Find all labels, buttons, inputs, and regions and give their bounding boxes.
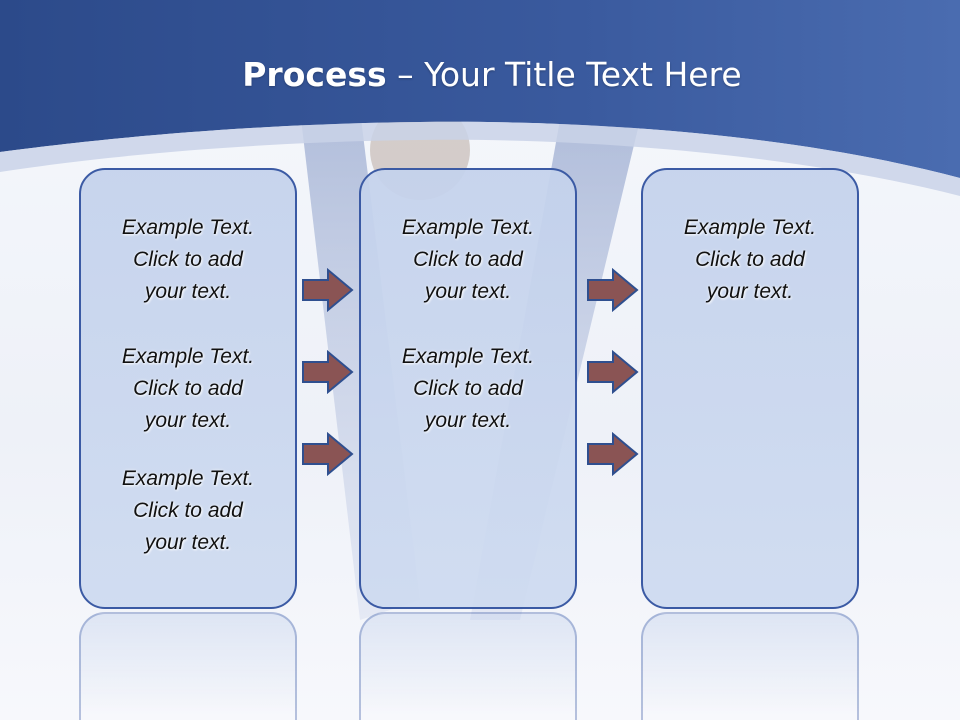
text-placeholder[interactable]: Example Text. Click to add your text. bbox=[81, 463, 295, 559]
title-rest: – Your Title Text Here bbox=[386, 55, 742, 94]
text-placeholder[interactable]: Example Text. Click to add your text. bbox=[643, 212, 857, 308]
text-line: Example Text. bbox=[683, 216, 817, 239]
process-box-2-reflection bbox=[359, 612, 577, 720]
text-line: Click to add bbox=[133, 248, 243, 271]
text-line: Example Text. bbox=[401, 345, 535, 368]
text-line: Click to add bbox=[413, 377, 523, 400]
text-placeholder[interactable]: Example Text. Click to add your text. bbox=[81, 341, 295, 437]
text-line: Example Text. bbox=[121, 216, 255, 239]
text-line: Example Text. bbox=[121, 467, 255, 490]
text-line: Click to add bbox=[413, 248, 523, 271]
text-line: Example Text. bbox=[121, 345, 255, 368]
text-line: your text. bbox=[424, 409, 512, 432]
right-arrow-icon[interactable] bbox=[587, 268, 639, 312]
text-placeholder[interactable]: Example Text. Click to add your text. bbox=[361, 341, 575, 437]
process-box-3-reflection bbox=[641, 612, 859, 720]
right-arrow-icon[interactable] bbox=[302, 268, 354, 312]
process-box-1-reflection bbox=[79, 612, 297, 720]
process-box-2[interactable]: Example Text. Click to add your text. Ex… bbox=[359, 168, 577, 609]
text-line: your text. bbox=[706, 280, 794, 303]
text-placeholder[interactable]: Example Text. Click to add your text. bbox=[81, 212, 295, 308]
right-arrow-icon[interactable] bbox=[302, 350, 354, 394]
text-line: your text. bbox=[424, 280, 512, 303]
header-band bbox=[0, 0, 960, 178]
text-line: your text. bbox=[144, 280, 232, 303]
right-arrow-icon[interactable] bbox=[587, 432, 639, 476]
right-arrow-icon[interactable] bbox=[302, 432, 354, 476]
text-placeholder[interactable]: Example Text. Click to add your text. bbox=[361, 212, 575, 308]
page-title: Process – Your Title Text Here bbox=[0, 54, 960, 96]
title-bold: Process bbox=[242, 55, 387, 94]
process-box-3[interactable]: Example Text. Click to add your text. bbox=[641, 168, 859, 609]
header-swoosh bbox=[0, 121, 960, 196]
text-line: your text. bbox=[144, 409, 232, 432]
text-line: Click to add bbox=[133, 377, 243, 400]
process-box-1[interactable]: Example Text. Click to add your text. Ex… bbox=[79, 168, 297, 609]
text-line: Click to add bbox=[695, 248, 805, 271]
right-arrow-icon[interactable] bbox=[587, 350, 639, 394]
text-line: Click to add bbox=[133, 499, 243, 522]
text-line: your text. bbox=[144, 531, 232, 554]
text-line: Example Text. bbox=[401, 216, 535, 239]
